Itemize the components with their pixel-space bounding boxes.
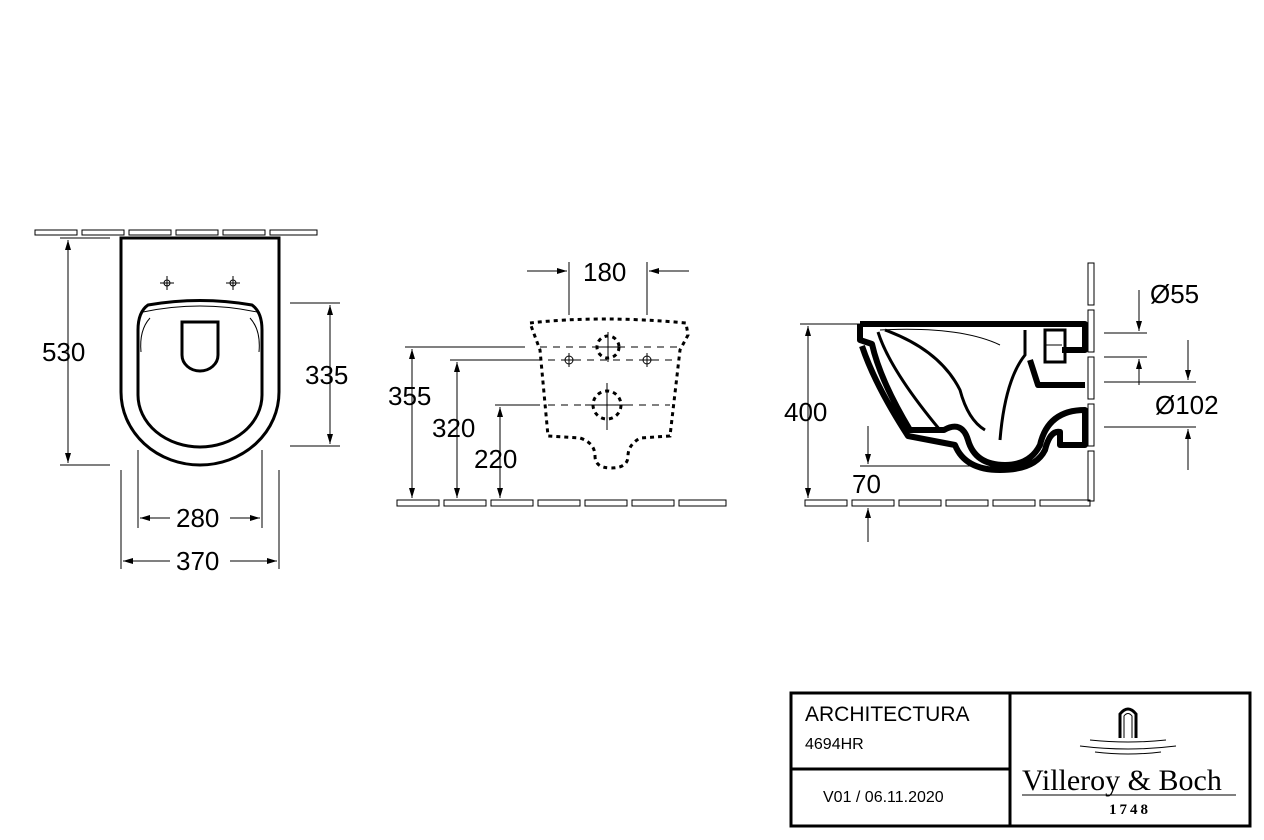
dim-floor-gap: 70	[852, 426, 985, 542]
side-view-wall	[1087, 262, 1095, 502]
dim-inlet-label: Ø55	[1150, 279, 1199, 309]
rear-view: 180 355 320 220	[388, 257, 727, 507]
dim-320: 320	[432, 359, 540, 498]
top-view: 530 335 280 370	[34, 229, 348, 576]
dim-floor-gap-label: 70	[852, 469, 881, 499]
dim-seat-width-label: 280	[176, 503, 219, 533]
dim-rear-to-seat-label: 335	[305, 360, 348, 390]
brand-name: Villeroy & Boch	[1022, 764, 1222, 797]
dim-overall-width: 370	[120, 470, 280, 576]
dim-inlet: Ø55	[1104, 279, 1199, 385]
dim-355-label: 355	[388, 381, 431, 411]
top-view-wall	[34, 229, 318, 236]
dim-height: 400	[784, 323, 860, 498]
fountain-icon	[1118, 707, 1138, 738]
brand-year: 1748	[1109, 802, 1151, 818]
dim-rear-to-seat: 335	[290, 302, 348, 447]
dim-depth-label: 530	[42, 337, 85, 367]
dim-fixing-spacing: 180	[527, 257, 689, 315]
version-date: V01 / 06.11.2020	[823, 789, 944, 806]
dim-outlet: Ø102	[1104, 340, 1219, 470]
top-view-seat-opening	[136, 299, 264, 449]
brand-logo: Villeroy & Boch 1748	[1022, 707, 1236, 818]
top-view-fixing-marks	[160, 276, 240, 290]
dim-depth: 530	[42, 237, 110, 466]
dim-outlet-label: Ø102	[1155, 390, 1219, 420]
product-name: ARCHITECTURA	[805, 703, 970, 726]
top-view-bowl-outline	[119, 236, 281, 467]
dim-355: 355	[388, 346, 525, 498]
side-view: 400 70 Ø55 Ø102	[784, 262, 1219, 542]
dim-320-label: 320	[432, 413, 475, 443]
article-number: 4694HR	[805, 736, 864, 753]
side-view-floor	[804, 499, 1091, 507]
dim-220-label: 220	[474, 444, 517, 474]
rear-view-floor	[396, 499, 727, 507]
dim-fixing-spacing-label: 180	[583, 257, 626, 287]
side-view-bowl-section	[857, 321, 1088, 473]
dim-220: 220	[474, 404, 540, 498]
dim-height-label: 400	[784, 397, 827, 427]
rear-view-holes	[540, 332, 680, 430]
top-view-flush-outlet	[180, 320, 220, 373]
rear-view-outline	[527, 317, 690, 470]
dim-overall-width-label: 370	[176, 546, 219, 576]
dim-seat-width: 280	[137, 450, 263, 533]
title-block: ARCHITECTURA 4694HR V01 / 06.11.2020 Vil…	[789, 691, 1252, 828]
